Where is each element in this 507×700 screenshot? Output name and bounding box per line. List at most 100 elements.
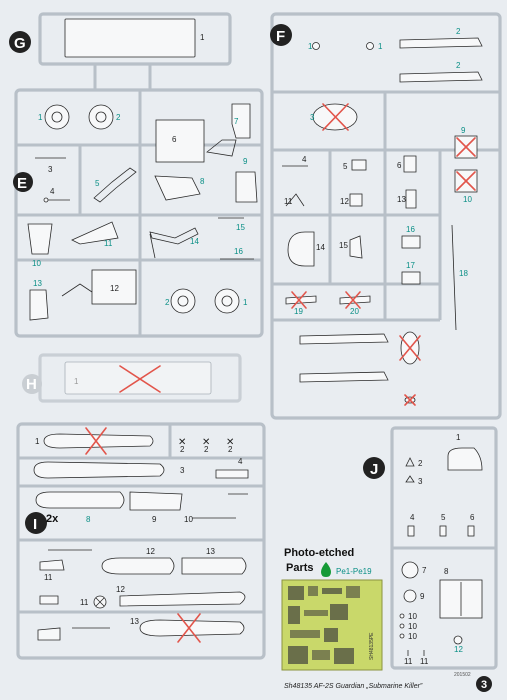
sprue-f-part-5-label: 5 [343, 162, 348, 171]
svg-text:F: F [276, 28, 285, 45]
pe-title-line1: Photo-etched [284, 547, 354, 559]
sprue-j-part-6-label: 6 [470, 513, 475, 522]
sprue-g-part-16-label: 16 [234, 247, 243, 256]
footer-title: Sh48135 AF-2S Guardian „Submarine Killer… [284, 683, 423, 690]
sprue-i-part-5-label: 8 [86, 515, 91, 524]
sprue-f-part-16-label: 18 [459, 269, 468, 278]
sprue-g: 1 1 2 6 7 3 4 5 8 9 [9, 12, 264, 338]
sprue-f: F 1 1 2 2 3 9 10 4 5 6 11 1 [270, 12, 502, 420]
sprue-j-part-10c-label: 10 [408, 632, 417, 641]
sprue-g-part-6-label: 6 [172, 135, 177, 144]
sprue-j-part-11a-label: 11 [404, 657, 413, 666]
pe-fret-code: SH48135PE [369, 632, 375, 660]
sprue-f-part-10-label: 12 [340, 197, 349, 206]
sprue-i-part-10-label: 13 [206, 547, 215, 556]
sprue-g-part-13-label: 13 [33, 279, 42, 288]
sprue-i-part-9-label: 12 [146, 547, 155, 556]
sprue-g-part-1b-label: 1 [38, 113, 43, 122]
sprue-j-part-10b-label: 10 [408, 622, 417, 631]
sprue-h-part-1-label: 1 [74, 377, 79, 386]
sprue-g-part-5-label: 5 [95, 179, 100, 188]
footer-code: 201502 [454, 672, 471, 678]
sprue-j-part-1-label: 1 [456, 433, 461, 442]
sprue-g-part-12-label: 12 [110, 284, 119, 293]
sprue-f-part-9-label: 11 [284, 197, 293, 206]
sprue-g-badge [9, 31, 31, 53]
sprue-f-badge [270, 24, 292, 46]
pe-range: Pe1-Pe19 [336, 567, 372, 576]
svg-text:H: H [26, 376, 37, 393]
page-number: 3 [481, 679, 487, 691]
svg-text:12: 12 [116, 585, 125, 594]
sprue-g-part-14-label: 14 [190, 237, 199, 246]
sprue-f-part-3-label: 3 [310, 113, 315, 122]
svg-text:J: J [370, 461, 378, 478]
sprue-j-part-5-label: 5 [441, 513, 446, 522]
sprue-g-part-2-label: 2 [116, 113, 121, 122]
sprue-j-part-3-label: 3 [418, 477, 423, 486]
sprue-f-part-8-label: 10 [463, 195, 472, 204]
sprue-i-part-1-label: 1 [35, 437, 40, 446]
sprue-g-part-11-label: 11 [104, 239, 113, 248]
sprue-e-badge [13, 172, 33, 192]
sprue-f-part-18-label: 20 [350, 307, 359, 316]
pe-drop-icon [321, 562, 331, 577]
sprue-g-part-15-label: 15 [236, 223, 245, 232]
sprue-f-part-1b-label: 1 [378, 42, 383, 51]
sprue-j-part-4-label: 4 [410, 513, 415, 522]
sprue-i-part-2a-label: 2 [180, 445, 185, 454]
sprue-j: J 1 2 3 4 5 6 7 8 9 10 10 10 11 [363, 426, 498, 670]
sprue-f-part-12-label: 14 [316, 243, 325, 252]
sprue-f-part-17-label: 19 [294, 307, 303, 316]
sprue-j-badge [363, 457, 385, 479]
sprue-f-part-7-label: 9 [461, 126, 466, 135]
sprue-i-badge [25, 512, 47, 534]
svg-text:11: 11 [80, 598, 89, 607]
sprue-i-part-2b-mark: ✕ [202, 437, 210, 448]
sprue-j-part-12-label: 12 [454, 645, 463, 654]
sprue-i-part-3-label: 3 [180, 466, 185, 475]
sprue-f-part-6-label: 6 [397, 161, 402, 170]
sprue-g-part-10-label: 10 [32, 259, 41, 268]
svg-text:E: E [17, 175, 27, 192]
svg-text:G: G [14, 35, 26, 52]
pe-title-line2: Parts [286, 562, 314, 574]
sprue-g-part-3-label: 3 [48, 165, 53, 174]
sprue-f-part-13-label: 15 [339, 241, 348, 250]
sprue-j-part-11b-label: 11 [420, 657, 429, 666]
sprue-i-part-7-label: 10 [184, 515, 193, 524]
sprue-h-badge [22, 374, 42, 394]
sprue-i-part-2c-mark: ✕ [226, 437, 234, 448]
page-number-badge [476, 676, 492, 692]
sprue-g-part-2b-label: 2 [165, 298, 170, 307]
sprue-g-part-9-label: 9 [243, 157, 248, 166]
sprue-j-part-10a-label: 10 [408, 612, 417, 621]
sprue-j-part-8-label: 8 [444, 567, 449, 576]
sprue-f-part-14-label: 16 [406, 225, 415, 234]
footer: 201502 Sh48135 AF-2S Guardian „Submarine… [284, 672, 492, 692]
svg-text:I: I [33, 516, 37, 533]
sprue-i: 1 ✕ ✕ ✕ 2 2 2 3 4 8 9 10 I 2x 11 12 [16, 422, 266, 660]
svg-text:13: 13 [130, 617, 139, 626]
photo-etched-section: Photo-etched Parts Pe1-Pe19 SH48135PE [281, 547, 383, 671]
sprue-i-part-2c-label: 2 [228, 445, 233, 454]
sprue-i-part-2a-mark: ✕ [178, 437, 186, 448]
sprue-g-part-4-label: 4 [50, 187, 55, 196]
sprue-j-part-2-label: 2 [418, 459, 423, 468]
sprue-f-part-4-label: 4 [302, 155, 307, 164]
sprue-f-part-2b-label: 2 [456, 61, 461, 70]
sprue-f-part-15-label: 17 [406, 261, 415, 270]
sprue-f-part-2a-label: 2 [456, 27, 461, 36]
sprue-i-part-6-label: 9 [152, 515, 157, 524]
sprue-g-part-7-label: 7 [234, 117, 239, 126]
sprue-j-part-7-label: 7 [422, 566, 427, 575]
sprue-f-part-11-label: 13 [397, 195, 406, 204]
sprue-f-part-1a-label: 1 [308, 42, 313, 51]
sprue-i-multiplier: 2x [46, 513, 59, 525]
sprue-h: 1 H [22, 353, 242, 403]
sprue-g-part-1c-label: 1 [243, 298, 248, 307]
sprue-i-part-8-label: 11 [44, 573, 53, 582]
sprue-g-part-1-label: 1 [200, 33, 205, 42]
sprue-g-part-8-label: 8 [200, 177, 205, 186]
